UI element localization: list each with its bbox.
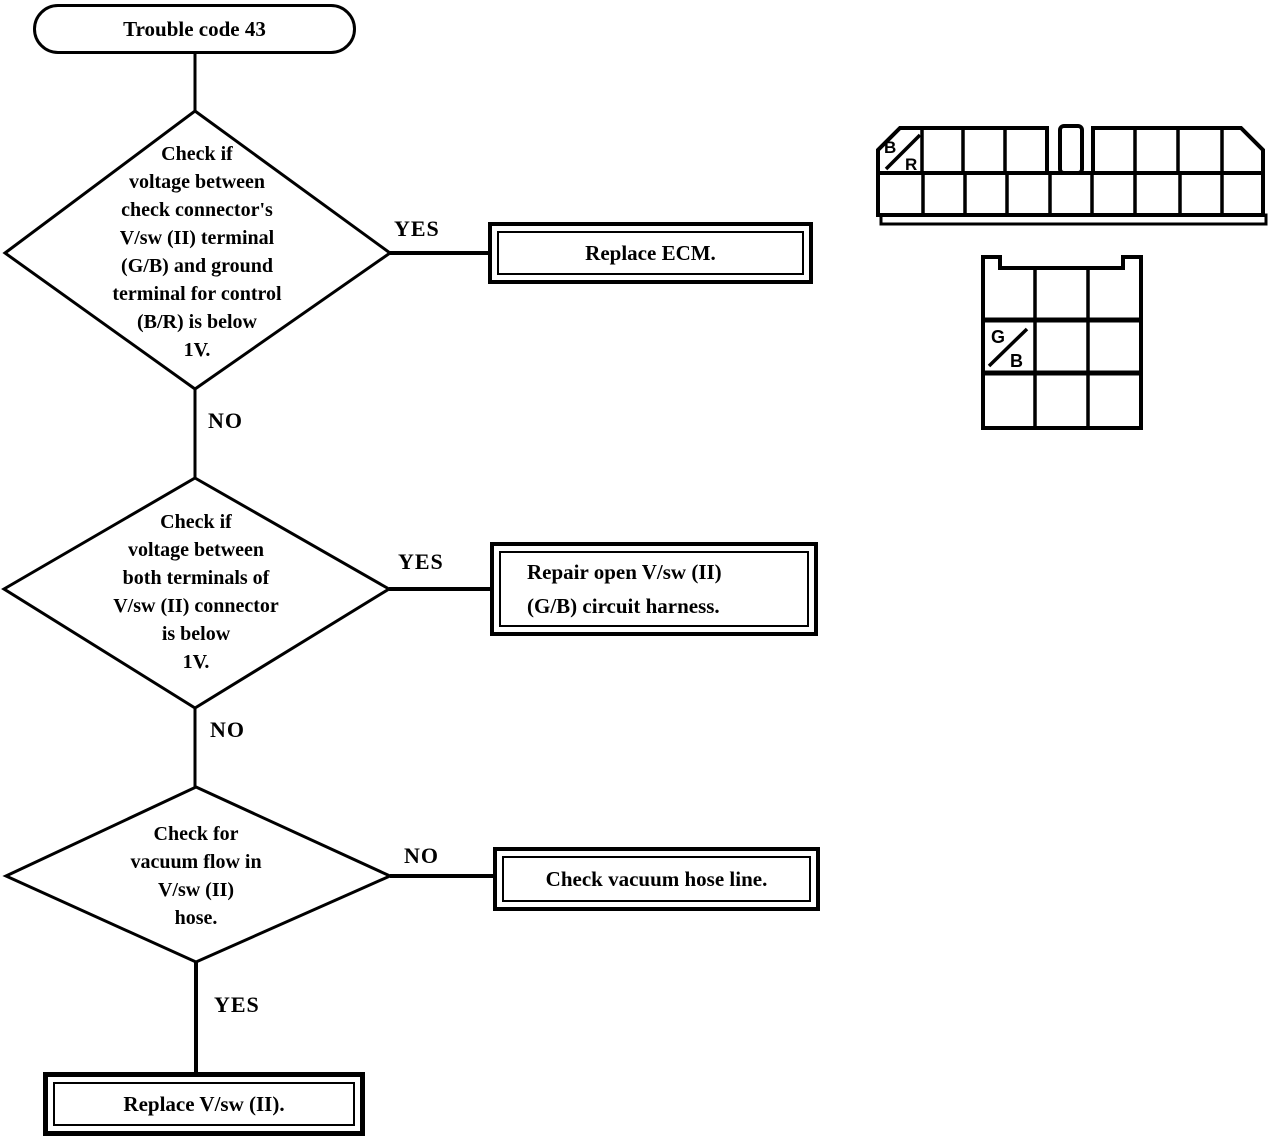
pin-label-slash [987,327,1029,368]
start-node: Trouble code 43 [33,4,356,54]
action-box-replace-ecm: Replace ECM. [488,222,813,284]
check-connector-diagram: B R [876,124,1268,226]
action-box-check-vacuum-hose-text: Check vacuum hose line. [502,856,811,902]
decision-2-diamond [1,476,392,710]
check-connector-bottom-row [876,171,1265,217]
action-box-replace-ecm-text: Replace ECM. [497,231,804,275]
check-connector-pin-letter-bottom: R [905,155,917,174]
action-box-repair-harness-text: Repair open V/sw (II) (G/B) circuit harn… [499,551,809,627]
start-node-label: Trouble code 43 [123,16,266,41]
vsw-connector-pin-letter-top: G [991,327,1005,347]
action-box-check-vacuum-hose: Check vacuum hose line. [493,847,820,911]
check-connector-base-strip [879,213,1268,226]
vsw-connector-pin-letter-bottom: B [1010,351,1023,371]
branch-label-no-3: NO [404,843,439,868]
check-connector-key-notch [1058,124,1084,175]
vsw-connector-outline [981,255,1143,430]
action-box-replace-vsw-text: Replace V/sw (II). [53,1082,355,1126]
branch-label-no-1: NO [208,408,243,433]
vsw-connector-diagram: G B [981,255,1143,430]
branch-label-no-2: NO [210,717,245,742]
branch-label-yes-1: YES [394,216,440,241]
action-box-repair-harness: Repair open V/sw (II) (G/B) circuit harn… [490,542,818,636]
branch-label-yes-2: YES [398,549,444,574]
decision-3-diamond [2,785,394,964]
check-connector-pin-letter-top: B [884,138,896,157]
branch-label-yes-3: YES [214,992,260,1017]
pin-label-slash [884,133,922,171]
action-box-replace-vsw: Replace V/sw (II). [43,1072,365,1136]
decision-1-diamond [2,109,393,391]
